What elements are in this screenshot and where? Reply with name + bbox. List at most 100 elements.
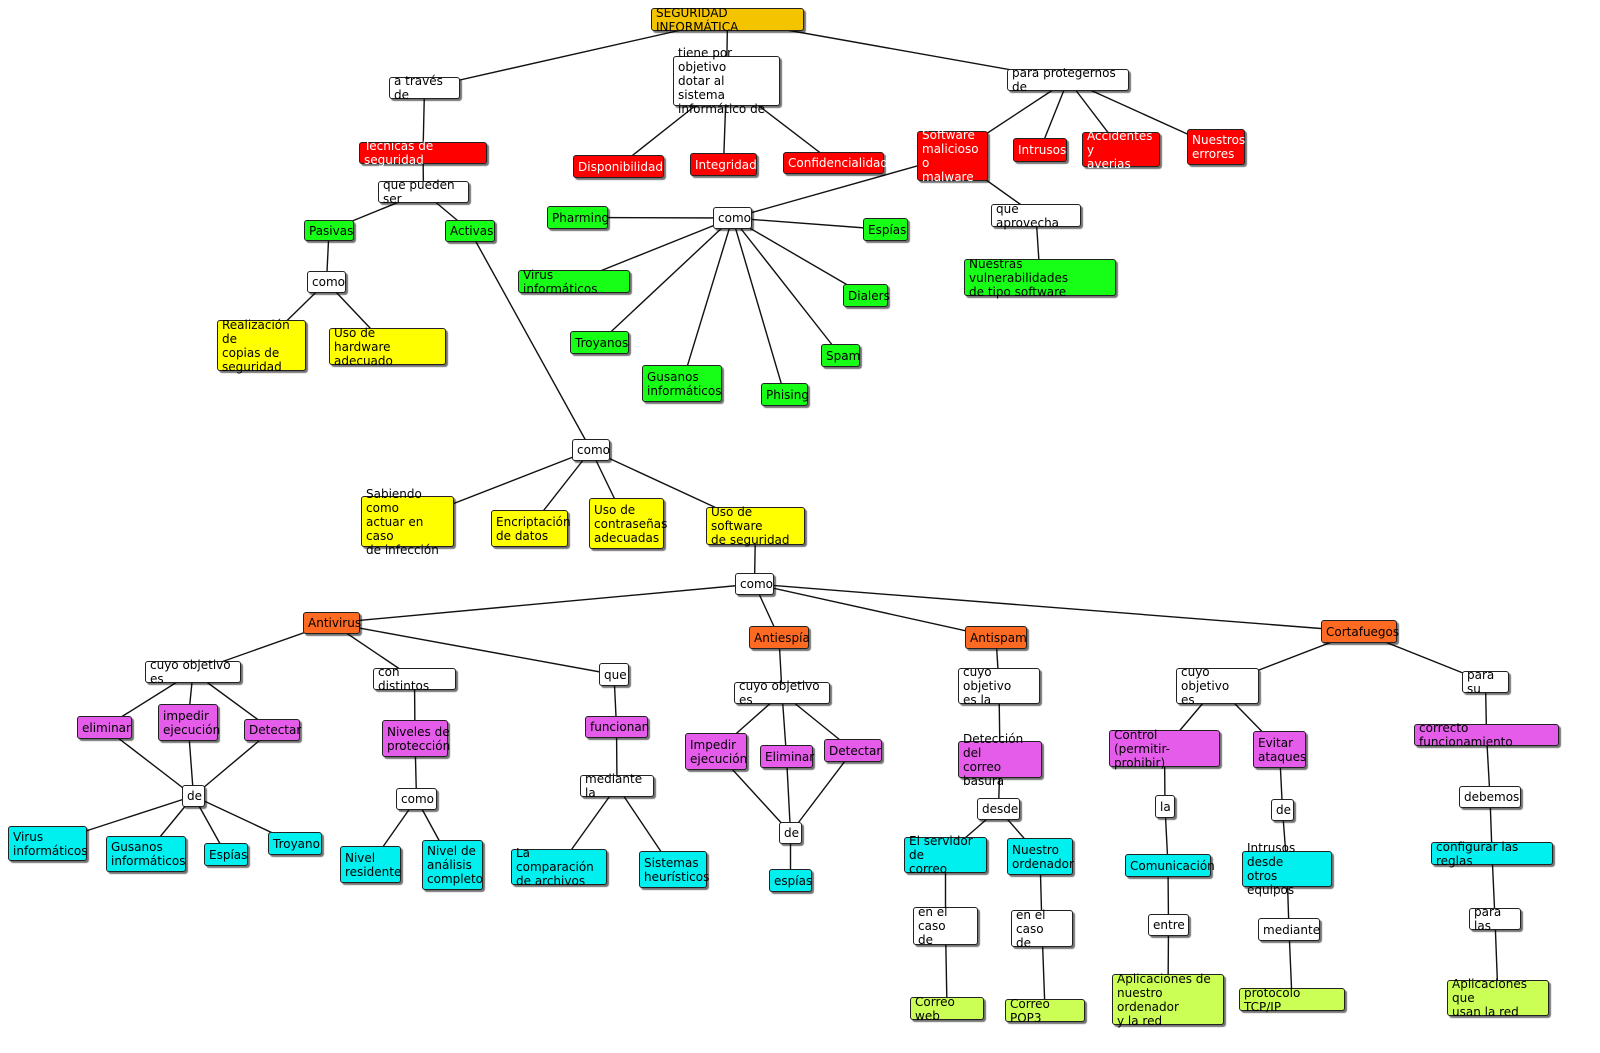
- node-cf-intrusos[interactable]: Intrusos desde otros equipos: [1242, 841, 1332, 897]
- node-av-comparacion[interactable]: La comparación de archivos: [511, 846, 607, 888]
- node-ae-de[interactable]: de: [779, 822, 802, 844]
- node-av-mediante[interactable]: mediante la: [580, 772, 654, 800]
- node-como-malware[interactable]: como: [713, 207, 752, 229]
- node-vulnerabilidades[interactable]: Nuestras vulnerabilidades de tipo softwa…: [964, 257, 1116, 299]
- connector-como_malware-spam: [731, 217, 842, 356]
- node-as-web[interactable]: Correo web: [910, 995, 984, 1023]
- node-as-caso1[interactable]: en el caso de: [913, 905, 978, 947]
- node-cf-configurar[interactable]: configurar las reglas: [1431, 840, 1553, 868]
- node-av-de[interactable]: de: [182, 785, 205, 807]
- node-ae-espias[interactable]: espías: [769, 869, 812, 892]
- node-contrasenas[interactable]: Uso de contraseñas adecuadas: [589, 498, 667, 549]
- node-gusanos-malware[interactable]: Gusanos informáticos: [642, 365, 722, 402]
- node-av-objetivo[interactable]: cuyo objetivo es: [145, 658, 241, 686]
- node-como-activas[interactable]: como: [572, 439, 610, 461]
- connector-como_malware-espias_malware: [732, 217, 886, 231]
- node-cf-para-las[interactable]: para las: [1469, 905, 1521, 933]
- node-av-niveles[interactable]: Niveles de protección: [382, 720, 450, 757]
- node-dialers[interactable]: Dialers: [843, 284, 890, 307]
- node-cf-tcpip[interactable]: protocolo TCP/IP: [1239, 986, 1345, 1014]
- node-cf-aplicaciones[interactable]: Aplicaciones de nuestro ordenador y la r…: [1112, 972, 1224, 1028]
- node-as-pop3[interactable]: Correo POP3: [1005, 997, 1085, 1025]
- node-encriptacion[interactable]: Encriptación de datos: [491, 510, 571, 547]
- node-cf-correcto[interactable]: correcto funcionamiento: [1414, 721, 1559, 749]
- connector-av_detectar-av_de: [193, 729, 273, 797]
- connector-como_malware-dialers: [732, 217, 866, 297]
- node-cortafuegos[interactable]: Cortafuegos: [1321, 620, 1399, 643]
- node-av-como[interactable]: como: [396, 788, 437, 810]
- node-as-caso2[interactable]: en el caso de: [1011, 908, 1073, 950]
- node-phising[interactable]: Phising: [761, 383, 809, 406]
- node-av-heuristicos[interactable]: Sistemas heurísticos: [639, 851, 709, 888]
- node-cf-objetivo[interactable]: cuyo objetivo es: [1176, 665, 1259, 707]
- node-ae-objetivo[interactable]: cuyo objetivo es: [734, 679, 830, 707]
- node-como-pasivas[interactable]: como: [307, 271, 346, 293]
- node-av-troyano[interactable]: Troyano: [268, 832, 322, 855]
- node-confidencialidad[interactable]: Confidencialidad: [783, 152, 888, 174]
- node-av-impedir[interactable]: impedir ejecución: [158, 704, 220, 741]
- node-intrusos[interactable]: Intrusos: [1013, 138, 1067, 162]
- connector-cf_mediante-cf_tcpip: [1288, 929, 1293, 1000]
- node-cf-aplicaciones-red[interactable]: Aplicaciones que usan la red: [1447, 977, 1549, 1019]
- node-av-analisis[interactable]: Nivel de análisis completo: [422, 840, 483, 890]
- node-ae-detectar[interactable]: Detectar: [824, 739, 882, 762]
- node-av-detectar[interactable]: Detectar: [244, 719, 301, 741]
- node-software-malicioso[interactable]: Software malicioso o malware: [917, 128, 988, 184]
- node-cf-de[interactable]: de: [1271, 799, 1294, 821]
- node-que-aprovecha[interactable]: que aprovecha: [991, 202, 1081, 230]
- node-virus-malware[interactable]: Virus informáticos: [518, 268, 630, 296]
- node-av-distintos[interactable]: con distintos: [373, 665, 456, 693]
- node-uso-hardware[interactable]: Uso de hardware adecuado: [329, 326, 446, 368]
- node-como-software[interactable]: como: [735, 573, 774, 595]
- node-troyanos-malware[interactable]: Troyanos: [570, 331, 629, 354]
- node-as-servidor[interactable]: El servidor de correo: [904, 834, 987, 876]
- node-ae-impedir[interactable]: Impedir ejecución: [685, 733, 747, 770]
- node-integridad[interactable]: Integridad: [690, 153, 757, 176]
- node-av-que[interactable]: que: [599, 663, 629, 686]
- node-para-protegernos[interactable]: para protegernos de: [1007, 66, 1129, 94]
- node-espias-malware[interactable]: Espías: [863, 218, 908, 241]
- node-cf-mediante[interactable]: mediante: [1258, 918, 1320, 941]
- node-cf-para-su[interactable]: para su: [1462, 668, 1509, 696]
- node-cf-entre[interactable]: entre: [1148, 914, 1189, 936]
- node-cf-debemos[interactable]: debemos: [1459, 786, 1521, 808]
- node-sabiendo[interactable]: Sabiendo como actuar en caso de infecció…: [361, 487, 454, 557]
- node-av-virus[interactable]: Virus informáticos: [8, 826, 88, 861]
- node-pasivas[interactable]: Pasivas: [304, 220, 354, 241]
- node-cf-la[interactable]: la: [1155, 795, 1175, 818]
- node-que-pueden-ser[interactable]: que pueden ser: [378, 178, 469, 206]
- node-av-gusanos[interactable]: Gusanos informáticos: [106, 836, 186, 872]
- connector-activas-como_activas: [469, 230, 592, 451]
- node-antivirus[interactable]: Antivirus: [303, 612, 361, 634]
- connector-software_malicioso-como_malware: [732, 155, 953, 219]
- node-spam[interactable]: Spam: [821, 344, 860, 367]
- node-nuestros-errores[interactable]: Nuestros errores: [1187, 129, 1245, 165]
- node-activas[interactable]: Activas: [445, 220, 495, 242]
- connector-como_software-cortafuegos: [754, 583, 1360, 633]
- node-realizacion-copias[interactable]: Realización de copias de seguridad: [217, 318, 306, 374]
- node-av-residente[interactable]: Nivel residente: [340, 846, 401, 883]
- connector-como_malware-troyanos_malware: [599, 217, 733, 344]
- node-a-traves-de[interactable]: a través de: [389, 74, 460, 102]
- node-antispam[interactable]: Antispam: [965, 626, 1027, 649]
- node-disponibilidad[interactable]: Disponibilidad: [573, 155, 664, 178]
- node-as-objetivo[interactable]: cuyo objetivo es la: [958, 665, 1040, 707]
- node-cf-evitar[interactable]: Evitar ataques: [1253, 731, 1306, 768]
- node-av-funcionan[interactable]: funcionan: [585, 716, 649, 738]
- node-title[interactable]: SEGURIDAD INFORMÁTICA: [651, 6, 804, 34]
- node-accidentes[interactable]: Accidentes y averias: [1082, 129, 1160, 171]
- node-cf-control[interactable]: Control (permitir-prohibir): [1109, 728, 1220, 770]
- node-cf-comunicacion[interactable]: Comunicación: [1125, 854, 1215, 877]
- node-tiene-objetivo[interactable]: tiene por objetivo dotar al sistema info…: [673, 46, 780, 116]
- node-av-eliminar[interactable]: eliminar: [77, 716, 132, 739]
- node-pharming[interactable]: Pharming: [547, 206, 609, 229]
- node-antiespia[interactable]: Antiespía: [749, 626, 810, 649]
- node-tecnicas[interactable]: Técnicas de seguridad: [359, 139, 487, 167]
- node-ae-eliminar[interactable]: Eliminar: [760, 745, 814, 768]
- node-av-espias[interactable]: Espías: [204, 843, 248, 866]
- node-as-deteccion[interactable]: Detección del correo basura: [958, 732, 1042, 788]
- connector-como_malware-gusanos_malware: [681, 217, 734, 384]
- node-as-ordenador[interactable]: Nuestro ordenador: [1007, 838, 1074, 875]
- node-uso-software[interactable]: Uso de software de seguridad: [706, 505, 805, 547]
- node-as-desde[interactable]: desde: [977, 798, 1020, 820]
